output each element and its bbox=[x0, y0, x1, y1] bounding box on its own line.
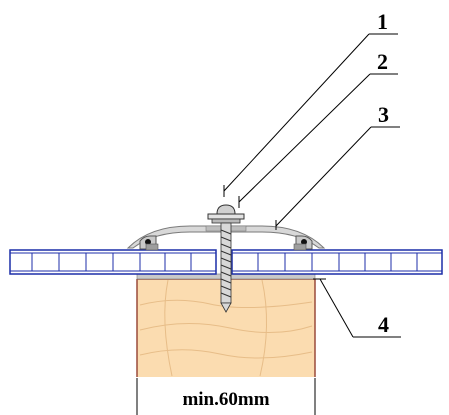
callout-3: 3 bbox=[378, 102, 389, 127]
callout-1: 1 bbox=[377, 9, 388, 34]
leader-lines bbox=[223, 33, 401, 338]
polycarbonate-panel-left bbox=[9, 249, 217, 275]
polycarbonate-panel-right bbox=[231, 249, 443, 275]
dimension-label: min.60mm bbox=[182, 389, 269, 410]
washer bbox=[207, 213, 245, 220]
callout-4: 4 bbox=[378, 312, 389, 337]
base-profile bbox=[139, 235, 313, 251]
dimension-lines bbox=[136, 378, 316, 415]
callout-2: 2 bbox=[377, 49, 388, 74]
screw bbox=[207, 204, 245, 313]
